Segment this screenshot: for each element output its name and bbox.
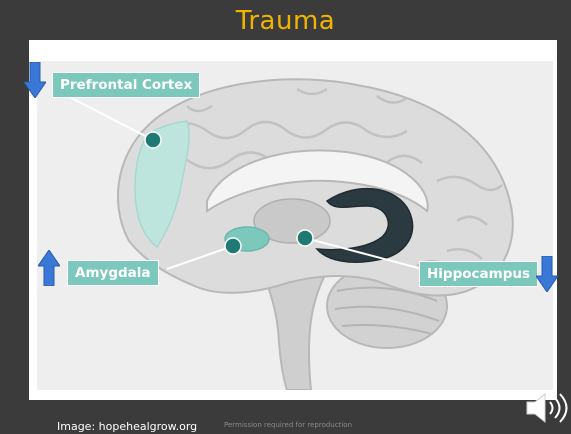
slide-title: Trauma — [0, 6, 571, 36]
brain-illustration — [37, 61, 553, 390]
up-arrow-icon — [38, 250, 60, 286]
label-hippocampus: Hippocampus — [419, 261, 538, 287]
down-arrow-icon — [24, 62, 46, 98]
label-amygdala: Amygdala — [67, 260, 159, 286]
prefrontal-marker — [145, 132, 161, 148]
permission-note: Permission required for reproduction — [224, 421, 352, 429]
hippocampus-marker — [297, 230, 313, 246]
amygdala-marker — [225, 238, 241, 254]
label-prefrontal-cortex: Prefrontal Cortex — [52, 72, 200, 98]
speaker-audio-icon[interactable] — [525, 390, 569, 426]
down-arrow-icon — [536, 256, 558, 292]
image-source-caption: Image: hopehealgrow.org — [57, 420, 197, 433]
